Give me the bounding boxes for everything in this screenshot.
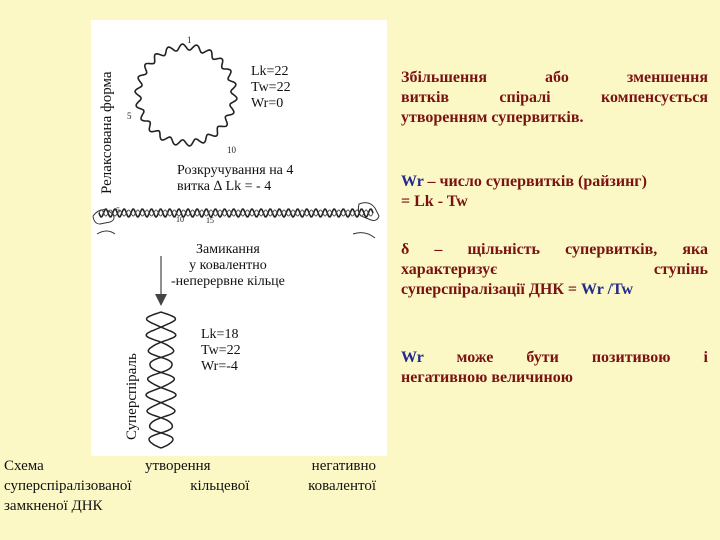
p2-term-wr: Wr [401,173,424,190]
strand-number-10: 10 [176,215,184,224]
supercoil-lk: Lk=18 [201,327,239,342]
unwinding-label: Розкручування на 4 витка ∆ Lk = - 4 [175,163,296,195]
p3-line-3: суперспіралізації ДНК = Wr /Tw [401,280,708,300]
strand-number-15: 15 [206,216,214,225]
p3-line-2: характеризує ступінь [401,261,708,278]
hand-right-icon [352,202,380,239]
ring-number-10: 10 [227,145,237,155]
supercoiled-dna-strand-2 [145,311,177,449]
relaxed-tw: Tw=22 [251,80,291,95]
relaxed-lk: Lk=22 [251,64,289,79]
relaxed-wr: Wr=0 [251,96,284,111]
paragraph-compensation: Збільшення або зменшення витків спіралі … [401,68,708,128]
supercoil-label: Суперспіраль [124,353,140,440]
caption-line-1: Схема утворення негативно [4,458,376,474]
ring-number-5: 5 [127,111,132,121]
figure-drawing: 1 5 10 5 10 15 . [92,35,380,449]
closure-line-1: Замикання [196,242,260,257]
dna-supercoiling-figure: 1 5 10 5 10 15 . Релаксована форма Супер… [91,20,387,456]
caption-line-2: суперспіралізованої кільцевої ковалентої [4,478,376,494]
p3-formula: Wr /Tw [581,281,634,298]
paragraph-sign: Wr може бути позитивою і негативною вели… [401,348,708,388]
p1-line-3: утворенням супервитків. [401,109,584,126]
closure-label: Замикання у ковалентно -неперервне кільц… [171,242,285,290]
relaxed-parameters: Lk=22 Tw=22 Wr=0 [251,64,291,112]
p4-line-1: Wr може бути позитивою і [401,348,708,368]
p2-line-2: = Lk - Tw [401,193,468,210]
process-arrow-head [155,294,167,306]
supercoil-tw: Tw=22 [201,343,241,358]
relaxed-dna-ring [134,43,238,147]
p3-line-1: δ – щільність супервитків, яка [401,241,708,258]
paragraph-density: δ – щільність супервитків, яка характери… [401,240,708,300]
strand-number-5: 5 [116,206,120,215]
p1-line-1: Збільшення або зменшення [401,69,708,86]
supercoil-parameters: Lk=18 Tw=22 Wr=-4 [201,327,241,375]
p2-line-1: Wr – число супервитків (райзинг) [401,172,708,192]
supercoiled-dna [145,311,177,449]
figure-caption: Схема утворення негативно суперспіралізо… [4,456,376,516]
relaxed-form-label: Релаксована форма [99,71,115,194]
p4-line-2: негативною величиною [401,369,573,386]
closure-line-3: -неперервне кільце [171,274,285,289]
p4-term-wr: Wr [401,349,424,366]
linear-dna-strand-backbone [98,209,374,217]
strand-numbers: 5 10 15 [116,206,214,225]
ring-number-1: 1 [187,35,192,45]
p1-line-2: витків спіралі компенсується [401,89,708,106]
p4-line-1-rest: може бути позитивою і [423,349,708,366]
p3-line-3-start: суперспіралізації ДНК = [401,281,582,298]
hand-left-icon [92,209,116,235]
paragraph-writhe-definition: Wr – число супервитків (райзинг) = Lk - … [401,172,708,212]
ring-numbers: 1 5 10 [127,35,237,155]
unwinding-line-2: витка ∆ Lk = - 4 [177,179,272,194]
caption-line-3: замкненої ДНК [4,498,103,514]
supercoil-wr: Wr=-4 [201,359,238,374]
unwinding-line-1: Розкручування на 4 [177,163,294,178]
p2-line-1-rest: – число супервитків (райзинг) [423,173,647,190]
closure-line-2: у ковалентно [189,258,267,273]
